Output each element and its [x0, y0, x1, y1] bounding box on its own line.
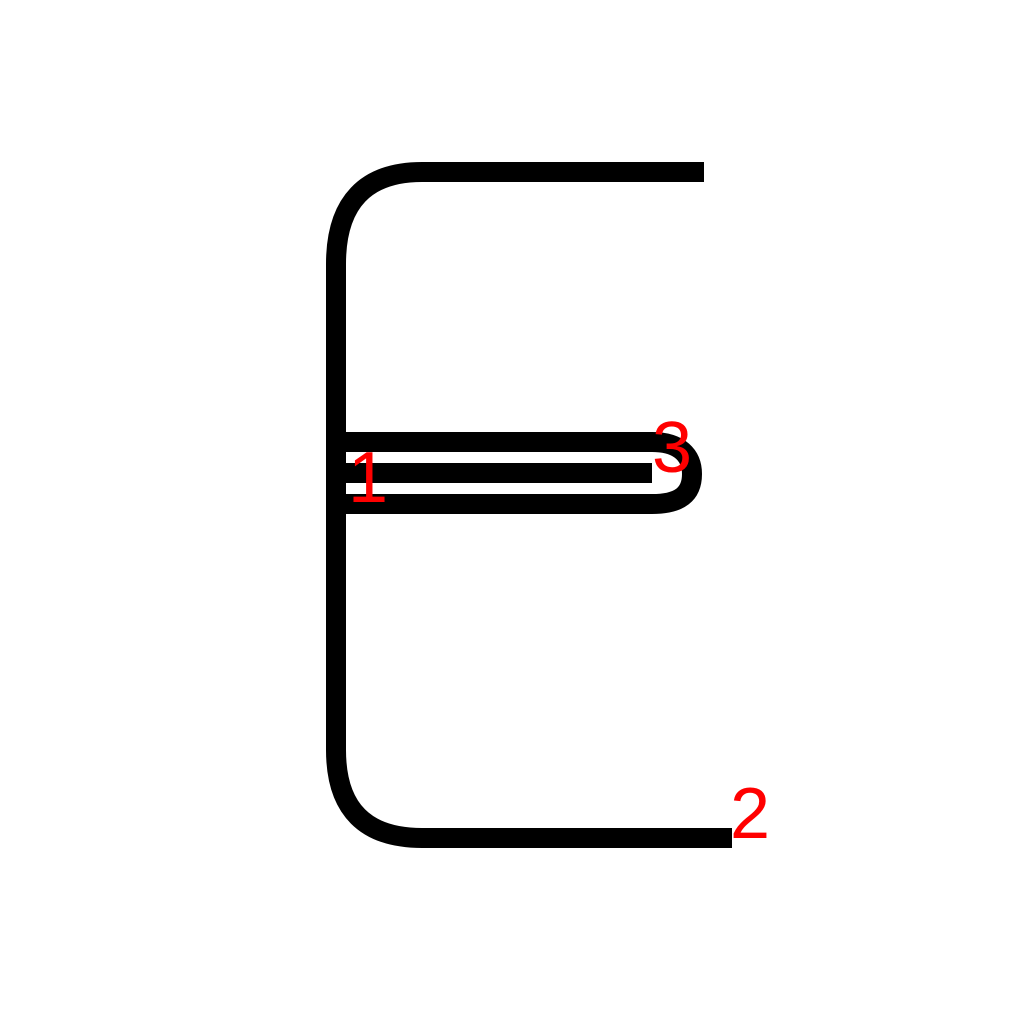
label-2: 2	[730, 774, 770, 854]
stroke-2-path	[346, 432, 702, 514]
stroke-1-path	[326, 162, 732, 848]
label-3: 3	[652, 408, 692, 488]
label-1: 1	[348, 438, 388, 518]
